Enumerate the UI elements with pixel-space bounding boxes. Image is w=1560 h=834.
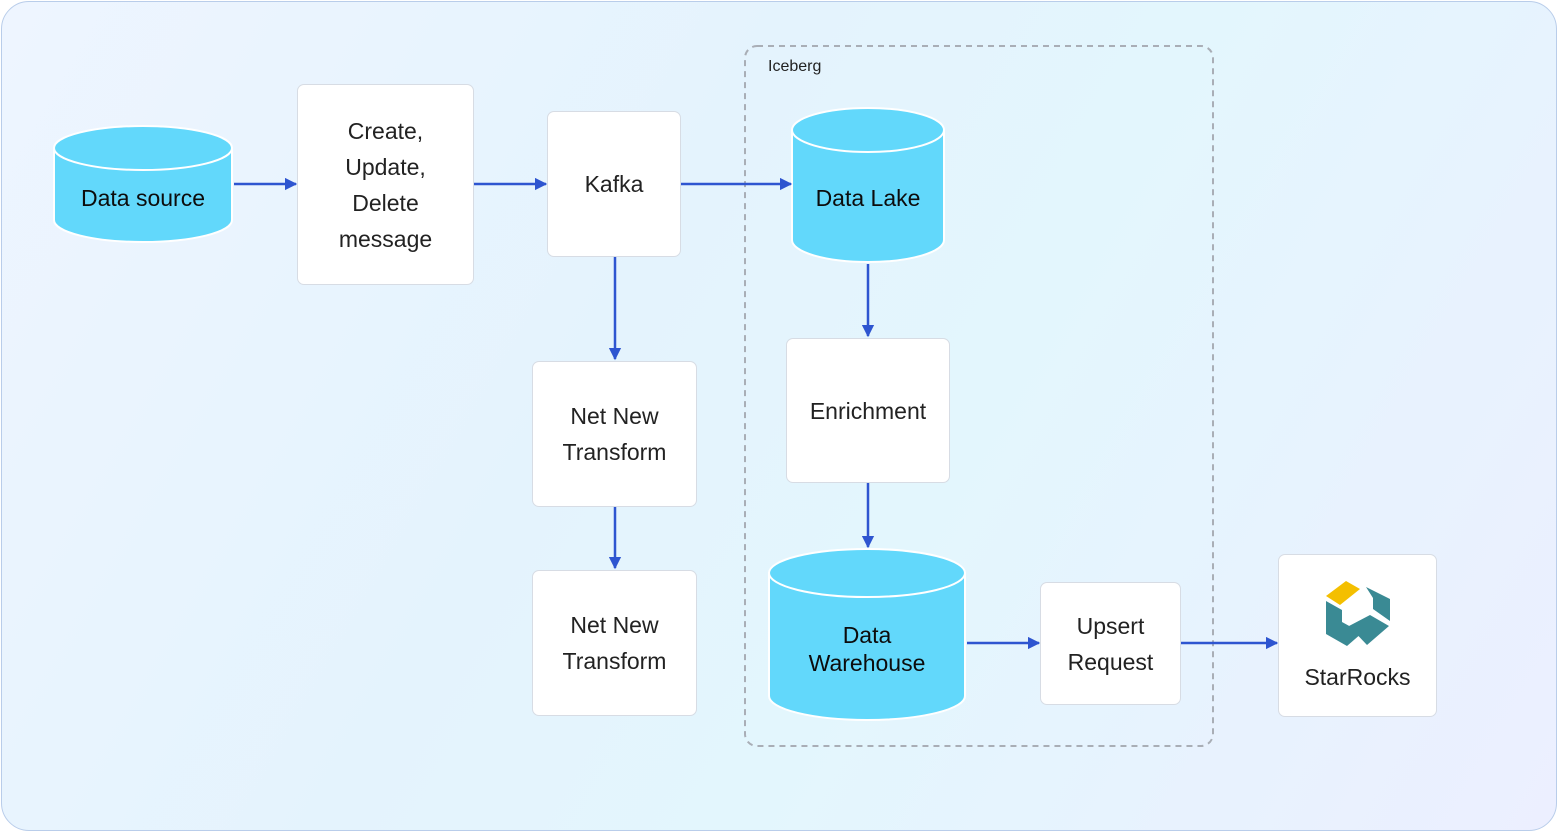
starrocks-logo-icon (1326, 581, 1390, 646)
kafka-box: Kafka (547, 111, 681, 257)
data-source-cylinder (53, 125, 233, 243)
cud-message-box: Create, Update, Delete message (297, 84, 474, 285)
iceberg-group-border (744, 45, 1214, 747)
upsert-request-box: Upsert Request (1040, 582, 1181, 705)
enrichment-box: Enrichment (786, 338, 950, 483)
net-new-transform-box-2: Net New Transform (532, 570, 697, 716)
data-lake-cylinder (791, 107, 945, 263)
starrocks-label: StarRocks (1304, 664, 1411, 690)
data-warehouse-cylinder (768, 548, 966, 721)
net-new-transform-box-1: Net New Transform (532, 361, 697, 507)
iceberg-group-label: Iceberg (768, 58, 822, 75)
data-source-label: Data source (80, 185, 205, 211)
data-lake-label: Data Lake (815, 185, 921, 211)
data-warehouse-label: Data Warehouse (808, 622, 926, 676)
